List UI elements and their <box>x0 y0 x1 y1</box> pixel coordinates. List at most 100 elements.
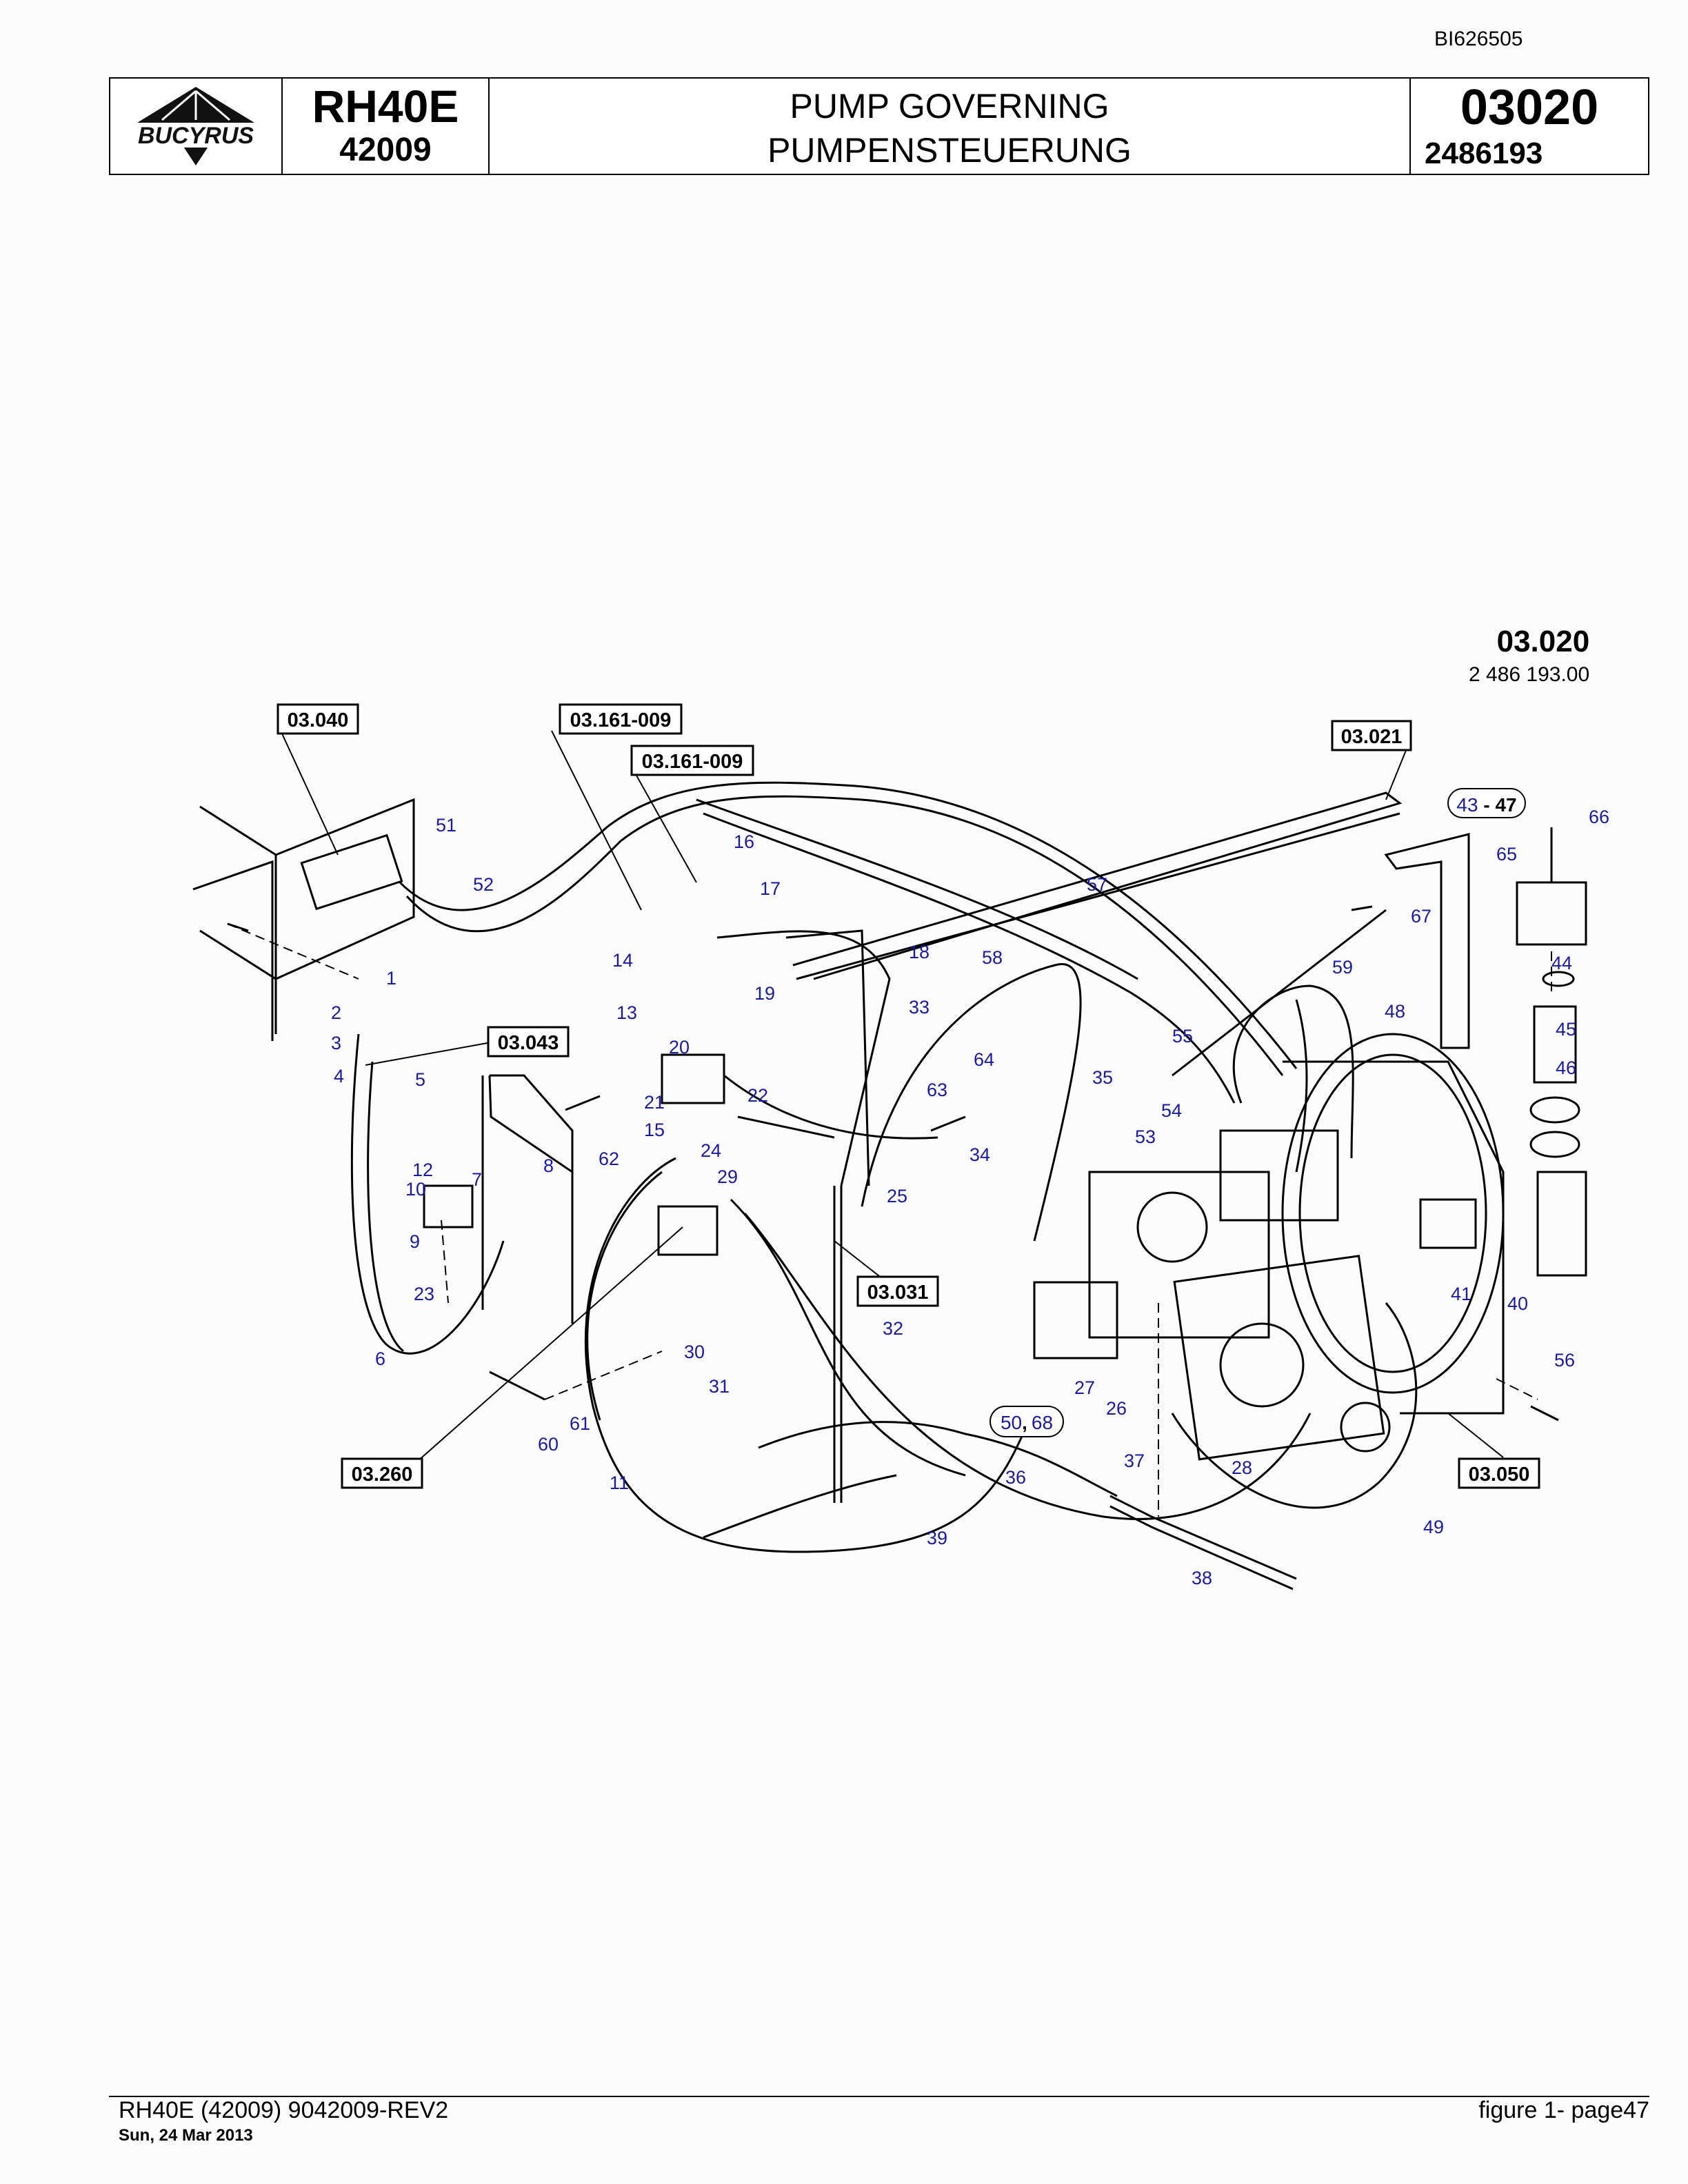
part-callout-65[interactable]: 65 <box>1496 844 1517 865</box>
part-callout-54[interactable]: 54 <box>1161 1100 1182 1121</box>
part-callout-8[interactable]: 8 <box>543 1155 554 1176</box>
part-callout-34[interactable]: 34 <box>969 1144 990 1165</box>
ref-box-03-040[interactable]: 03.040 <box>277 703 359 735</box>
part-callout-52[interactable]: 52 <box>473 874 494 895</box>
svg-text:03.031: 03.031 <box>867 1282 929 1304</box>
part-callout-24[interactable]: 24 <box>701 1140 721 1161</box>
model-number: 42009 <box>339 132 432 168</box>
part-callout-26[interactable]: 26 <box>1106 1398 1127 1419</box>
drawing-id-block: 03.020 2 486 193.00 <box>1469 625 1589 687</box>
part-callout-55[interactable]: 55 <box>1172 1026 1193 1046</box>
part-callout-64[interactable]: 64 <box>974 1049 994 1070</box>
part-callout-37[interactable]: 37 <box>1124 1450 1145 1471</box>
ref-box-03-260[interactable]: 03.260 <box>341 1457 423 1489</box>
part-callout-36[interactable]: 36 <box>1005 1467 1026 1488</box>
part-callout-33[interactable]: 33 <box>909 997 930 1018</box>
part-callout-35[interactable]: 35 <box>1092 1067 1113 1088</box>
part-callout-28[interactable]: 28 <box>1232 1457 1252 1478</box>
part-callout-29[interactable]: 29 <box>717 1166 738 1187</box>
part-callout-32[interactable]: 32 <box>883 1318 903 1339</box>
part-callout-38[interactable]: 38 <box>1192 1568 1212 1588</box>
part-callout-51[interactable]: 51 <box>436 815 456 836</box>
svg-text:03.043: 03.043 <box>498 1032 559 1054</box>
part-callout-44[interactable]: 44 <box>1551 953 1572 973</box>
part-callout-27[interactable]: 27 <box>1074 1377 1095 1398</box>
ref-box-03-161-009-a[interactable]: 03.161-009 <box>559 703 683 735</box>
part-callout-3[interactable]: 3 <box>331 1033 341 1053</box>
title-block: BUCYRUS RH40E 42009 PUMP GOVERNING PUMPE… <box>109 77 1649 175</box>
svg-text:43 - 47: 43 - 47 <box>1456 794 1516 816</box>
svg-text:03.161-009: 03.161-009 <box>642 751 743 773</box>
part-callout-5[interactable]: 5 <box>415 1069 425 1090</box>
part-callout-20[interactable]: 20 <box>669 1037 690 1058</box>
part-callout-17[interactable]: 17 <box>760 878 781 899</box>
part-callout-63[interactable]: 63 <box>927 1080 947 1100</box>
model-name: RH40E <box>312 81 459 132</box>
part-callout-15[interactable]: 15 <box>644 1120 665 1140</box>
ref-box-03-050[interactable]: 03.050 <box>1458 1457 1540 1489</box>
footer-document-ref: RH40E (42009) 9042009-REV2 <box>119 2097 449 2123</box>
part-callout-57[interactable]: 57 <box>1087 874 1107 895</box>
part-callout-60[interactable]: 60 <box>538 1434 559 1455</box>
title-german: PUMPENSTEUERUNG <box>767 131 1132 170</box>
diagram-linework <box>192 730 1587 1590</box>
section-cell: 03020 2486193 <box>1411 79 1648 174</box>
ref-box-03-031[interactable]: 03.031 <box>856 1275 939 1307</box>
section-number: 03020 <box>1460 80 1599 135</box>
part-callout-11[interactable]: 11 <box>610 1473 629 1493</box>
part-callout-53[interactable]: 53 <box>1135 1126 1156 1147</box>
part-callout-67[interactable]: 67 <box>1411 906 1431 927</box>
part-callout-22[interactable]: 22 <box>747 1085 768 1106</box>
part-callout-45[interactable]: 45 <box>1556 1019 1576 1040</box>
footer-divider <box>109 2096 1649 2097</box>
part-callout-30[interactable]: 30 <box>684 1342 705 1362</box>
part-callout-23[interactable]: 23 <box>414 1284 434 1304</box>
part-callout-12[interactable]: 12 <box>412 1160 433 1180</box>
svg-text:03.161-009: 03.161-009 <box>570 709 672 731</box>
part-callout-19[interactable]: 19 <box>754 983 775 1004</box>
svg-text:50,68: 50,68 <box>1001 1412 1053 1433</box>
ref-box-03-021[interactable]: 03.021 <box>1331 720 1412 751</box>
part-callout-39[interactable]: 39 <box>927 1528 947 1548</box>
part-callout-2[interactable]: 2 <box>331 1002 341 1023</box>
part-callout-56[interactable]: 56 <box>1554 1350 1575 1371</box>
reference-boxes: 03.040 03.161-009 03.161-009 03.021 03.0… <box>277 703 1540 1489</box>
footer-date: Sun, 24 Mar 2013 <box>119 2126 253 2145</box>
part-callout-58[interactable]: 58 <box>982 947 1003 968</box>
model-cell: RH40E 42009 <box>283 79 490 174</box>
svg-text:03.050: 03.050 <box>1469 1464 1530 1486</box>
part-callout-9[interactable]: 9 <box>410 1231 420 1252</box>
ref-box-03-161-009-b[interactable]: 03.161-009 <box>630 745 754 776</box>
part-callout-10[interactable]: 10 <box>405 1179 426 1200</box>
title-english: PUMP GOVERNING <box>790 87 1109 125</box>
part-callout-62[interactable]: 62 <box>599 1149 619 1169</box>
svg-text:03.260: 03.260 <box>352 1464 413 1486</box>
part-callout-21[interactable]: 21 <box>644 1092 665 1113</box>
part-callout-4[interactable]: 4 <box>334 1066 344 1086</box>
part-callout-46[interactable]: 46 <box>1556 1058 1576 1078</box>
part-callout-14[interactable]: 14 <box>612 950 633 971</box>
ref-box-03-043[interactable]: 03.043 <box>487 1026 570 1058</box>
part-callout-25[interactable]: 25 <box>887 1186 907 1206</box>
part-callout-1[interactable]: 1 <box>386 968 396 989</box>
part-callout-16[interactable]: 16 <box>734 831 754 852</box>
svg-text:03.040: 03.040 <box>288 709 349 731</box>
part-callout-13[interactable]: 13 <box>616 1002 637 1023</box>
drawing-part-number: 2 486 193.00 <box>1469 663 1590 686</box>
part-callout-66[interactable]: 66 <box>1589 807 1609 827</box>
title-cell: PUMP GOVERNING PUMPENSTEUERUNG <box>490 79 1411 174</box>
part-callout-31[interactable]: 31 <box>709 1376 730 1397</box>
part-callout-49[interactable]: 49 <box>1423 1517 1444 1537</box>
drawing-id: 03.020 <box>1496 625 1590 658</box>
part-callout-6[interactable]: 6 <box>375 1348 385 1369</box>
part-callout-61[interactable]: 61 <box>570 1413 590 1434</box>
part-callout-59[interactable]: 59 <box>1332 957 1353 978</box>
part-callout-40[interactable]: 40 <box>1507 1293 1528 1314</box>
part-callout-41[interactable]: 41 <box>1451 1284 1471 1304</box>
part-callout-48[interactable]: 48 <box>1385 1001 1405 1022</box>
part-callout-18[interactable]: 18 <box>909 942 930 962</box>
document-id: BI626505 <box>1434 28 1523 50</box>
svg-text:03.021: 03.021 <box>1341 726 1403 748</box>
part-callout-7[interactable]: 7 <box>472 1169 482 1190</box>
